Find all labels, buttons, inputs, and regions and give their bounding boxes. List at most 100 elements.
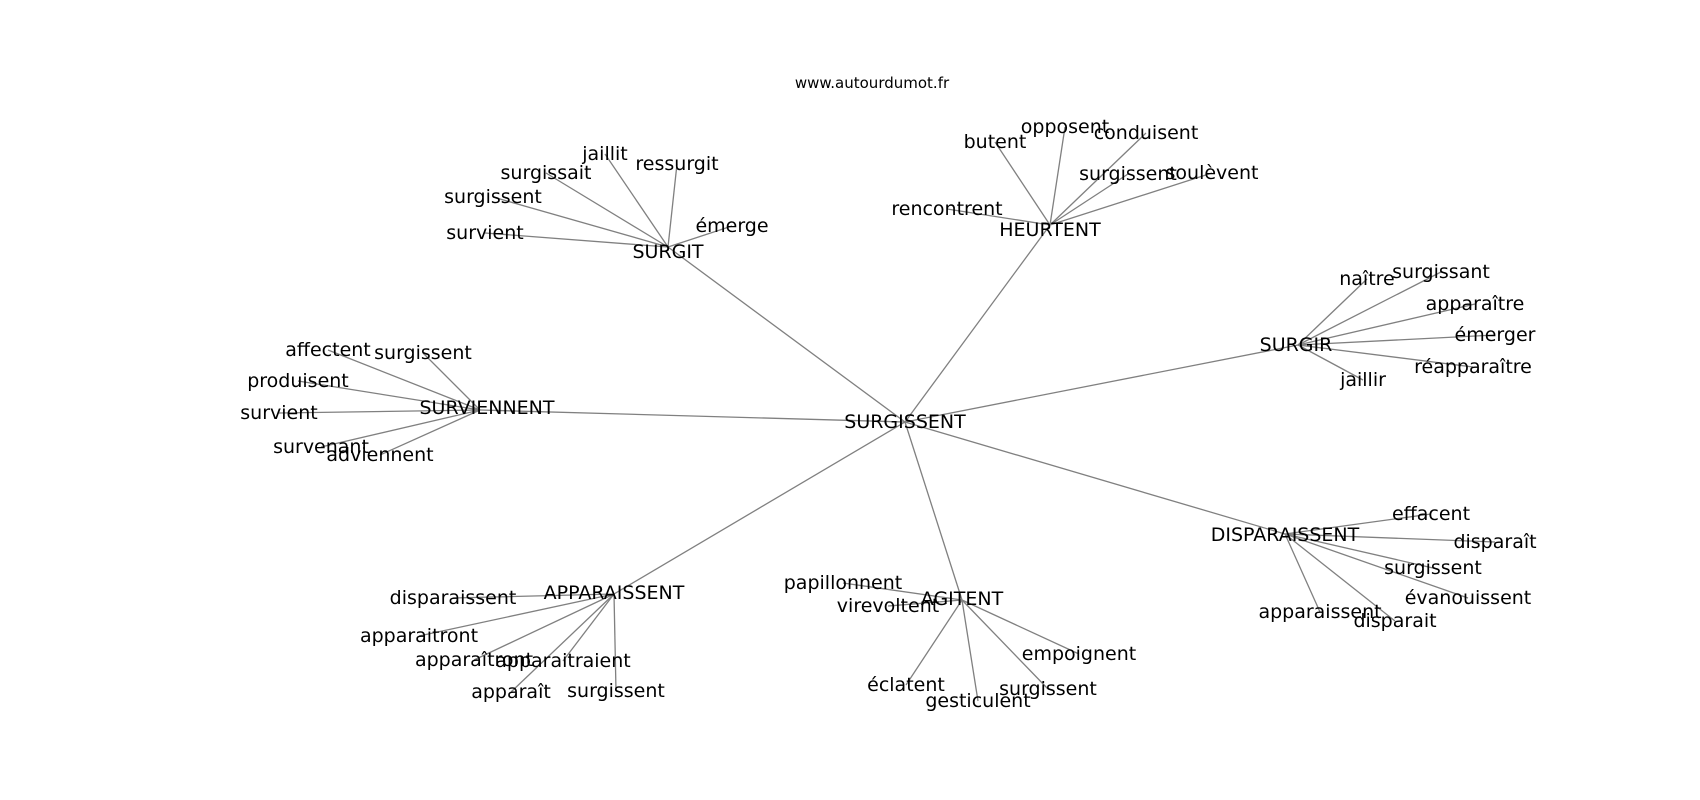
edge-hub-to-leaf [379,409,481,456]
leaf-node-label: jaillir [1339,369,1386,391]
leaf-node-label: empoignent [1022,643,1136,665]
edge-hub-to-leaf [1284,533,1496,543]
hub-node-label: SURGIT [632,241,703,263]
hub-node-label: SURVIENNENT [420,397,555,419]
leaf-node-label: surgissait [501,162,592,184]
leaf-node-label: apparaitront [360,625,478,647]
edge-hub-to-leaf [961,599,1080,655]
hub-node-label: DISPARAISSENT [1211,524,1360,546]
leaf-node-label: disparait [1353,610,1436,632]
edge-hub-to-leaf [1297,334,1496,346]
edge-hub-to-leaf [1297,344,1364,381]
edge-hub-to-leaf [327,349,481,411]
edge-hub-to-leaf [667,225,733,248]
leaf-node-label: apparaît [471,681,551,703]
edge-hub-to-leaf [484,232,669,248]
leaf-node-label: ressurgit [635,153,718,175]
edge-hub-to-leaf [842,582,963,601]
leaf-node-label: surgissent [1384,557,1482,579]
edge-hub-to-leaf [961,599,1049,690]
leaf-node-label: gesticulent [925,690,1030,712]
edge-hub-to-leaf [1284,533,1469,599]
leaf-node-label: papillonnent [784,572,903,594]
edge-hub-to-leaf [1297,344,1474,368]
edge-center-to-hub [613,421,906,595]
edge-hub-to-leaf [1284,533,1321,613]
edge-hub-to-leaf [946,208,1051,226]
leaf-node-label: survient [446,222,523,244]
edge-hub-to-leaf [1297,271,1442,346]
hub-node-label: SURGIR [1260,334,1333,356]
edge-hub-to-leaf [613,593,617,692]
edge-hub-to-leaf [1049,132,1147,226]
edge-hub-to-leaf [1284,513,1432,535]
leaf-node-label: disparaissent [390,587,517,609]
site-label: www.autourdumot.fr [795,74,950,92]
leaf-node-label: apparaissent [1258,601,1381,623]
edge-center-to-hub [904,224,1051,423]
edge-hub-to-leaf [1049,126,1066,226]
edge-hub-to-leaf [418,593,615,637]
leaf-node-label: effacent [1392,503,1470,525]
leaf-node-label: surgissent [567,680,665,702]
leaf-node-label: affectent [285,339,371,361]
leaf-node-label: surgissent [374,342,472,364]
edge-hub-to-leaf [320,409,481,448]
leaf-node-label: apparaitraient [495,650,631,672]
leaf-node-label: surgissant [1392,261,1490,283]
leaf-node-label: éclatent [867,674,945,696]
edge-center-to-hub [904,344,1299,423]
leaf-node-label: adviennent [326,444,433,466]
edge-hub-to-leaf [297,380,481,411]
leaf-node-label: évanouissent [1405,587,1532,609]
edge-hub-to-leaf [492,196,669,248]
edge-hub-to-leaf [278,409,481,414]
edge-hub-to-leaf [887,599,963,607]
leaf-node-label: surgissent [444,186,542,208]
edge-hub-to-leaf [905,599,963,686]
hub-node-label: AGITENT [921,588,1004,610]
leaf-node-label: réapparaître [1414,356,1532,378]
edge-hub-to-leaf [1284,533,1396,622]
center-node-label: SURGISSENT [844,411,966,433]
leaf-node-label: disparaît [1453,531,1536,553]
edge-center-to-hub [904,421,1286,535]
leaf-node-label: survenant [273,436,369,458]
leaf-node-label: apparaîtront [415,649,533,671]
edge-hub-to-leaf [473,593,615,661]
edge-hub-to-leaf [994,141,1051,226]
leaf-node-label: butent [964,131,1027,153]
edge-hub-to-leaf [545,172,669,248]
edge-center-to-hub [667,246,906,423]
leaf-node-label: conduisent [1094,122,1199,144]
edge-hub-to-leaf [961,599,979,702]
leaf-node-label: virevoltent [837,595,939,617]
leaf-node-label: apparaître [1426,293,1525,315]
leaf-node-label: naître [1339,268,1395,290]
leaf-node-label: surgissent [1079,163,1177,185]
edge-hub-to-leaf [1284,533,1434,569]
hub-node-label: APPARAISSENT [544,582,685,604]
leaf-node-label: jaillit [581,143,628,165]
edge-hub-to-leaf [562,593,615,662]
leaf-node-label: produisent [247,370,349,392]
edge-hub-to-leaf [1297,303,1476,346]
leaf-node-label: survient [240,402,317,424]
edge-hub-to-leaf [604,153,669,248]
edge-hub-to-leaf [1049,173,1129,226]
leaf-node-label: rencontrent [891,198,1002,220]
edges [278,126,1496,702]
edge-hub-to-leaf [510,593,615,693]
leaf-node-label: émerger [1455,324,1536,346]
leaf-node-label: émerge [695,215,768,237]
leaf-node-label: opposent [1021,116,1109,138]
edge-hub-to-leaf [667,163,678,248]
leaf-node-label: surgissent [999,678,1097,700]
leaf-node-label: soulèvent [1166,162,1259,184]
edge-hub-to-leaf [1049,172,1213,226]
hub-node-label: HEURTENT [999,219,1101,241]
edge-center-to-hub [904,421,963,601]
edge-center-to-hub [479,409,906,423]
